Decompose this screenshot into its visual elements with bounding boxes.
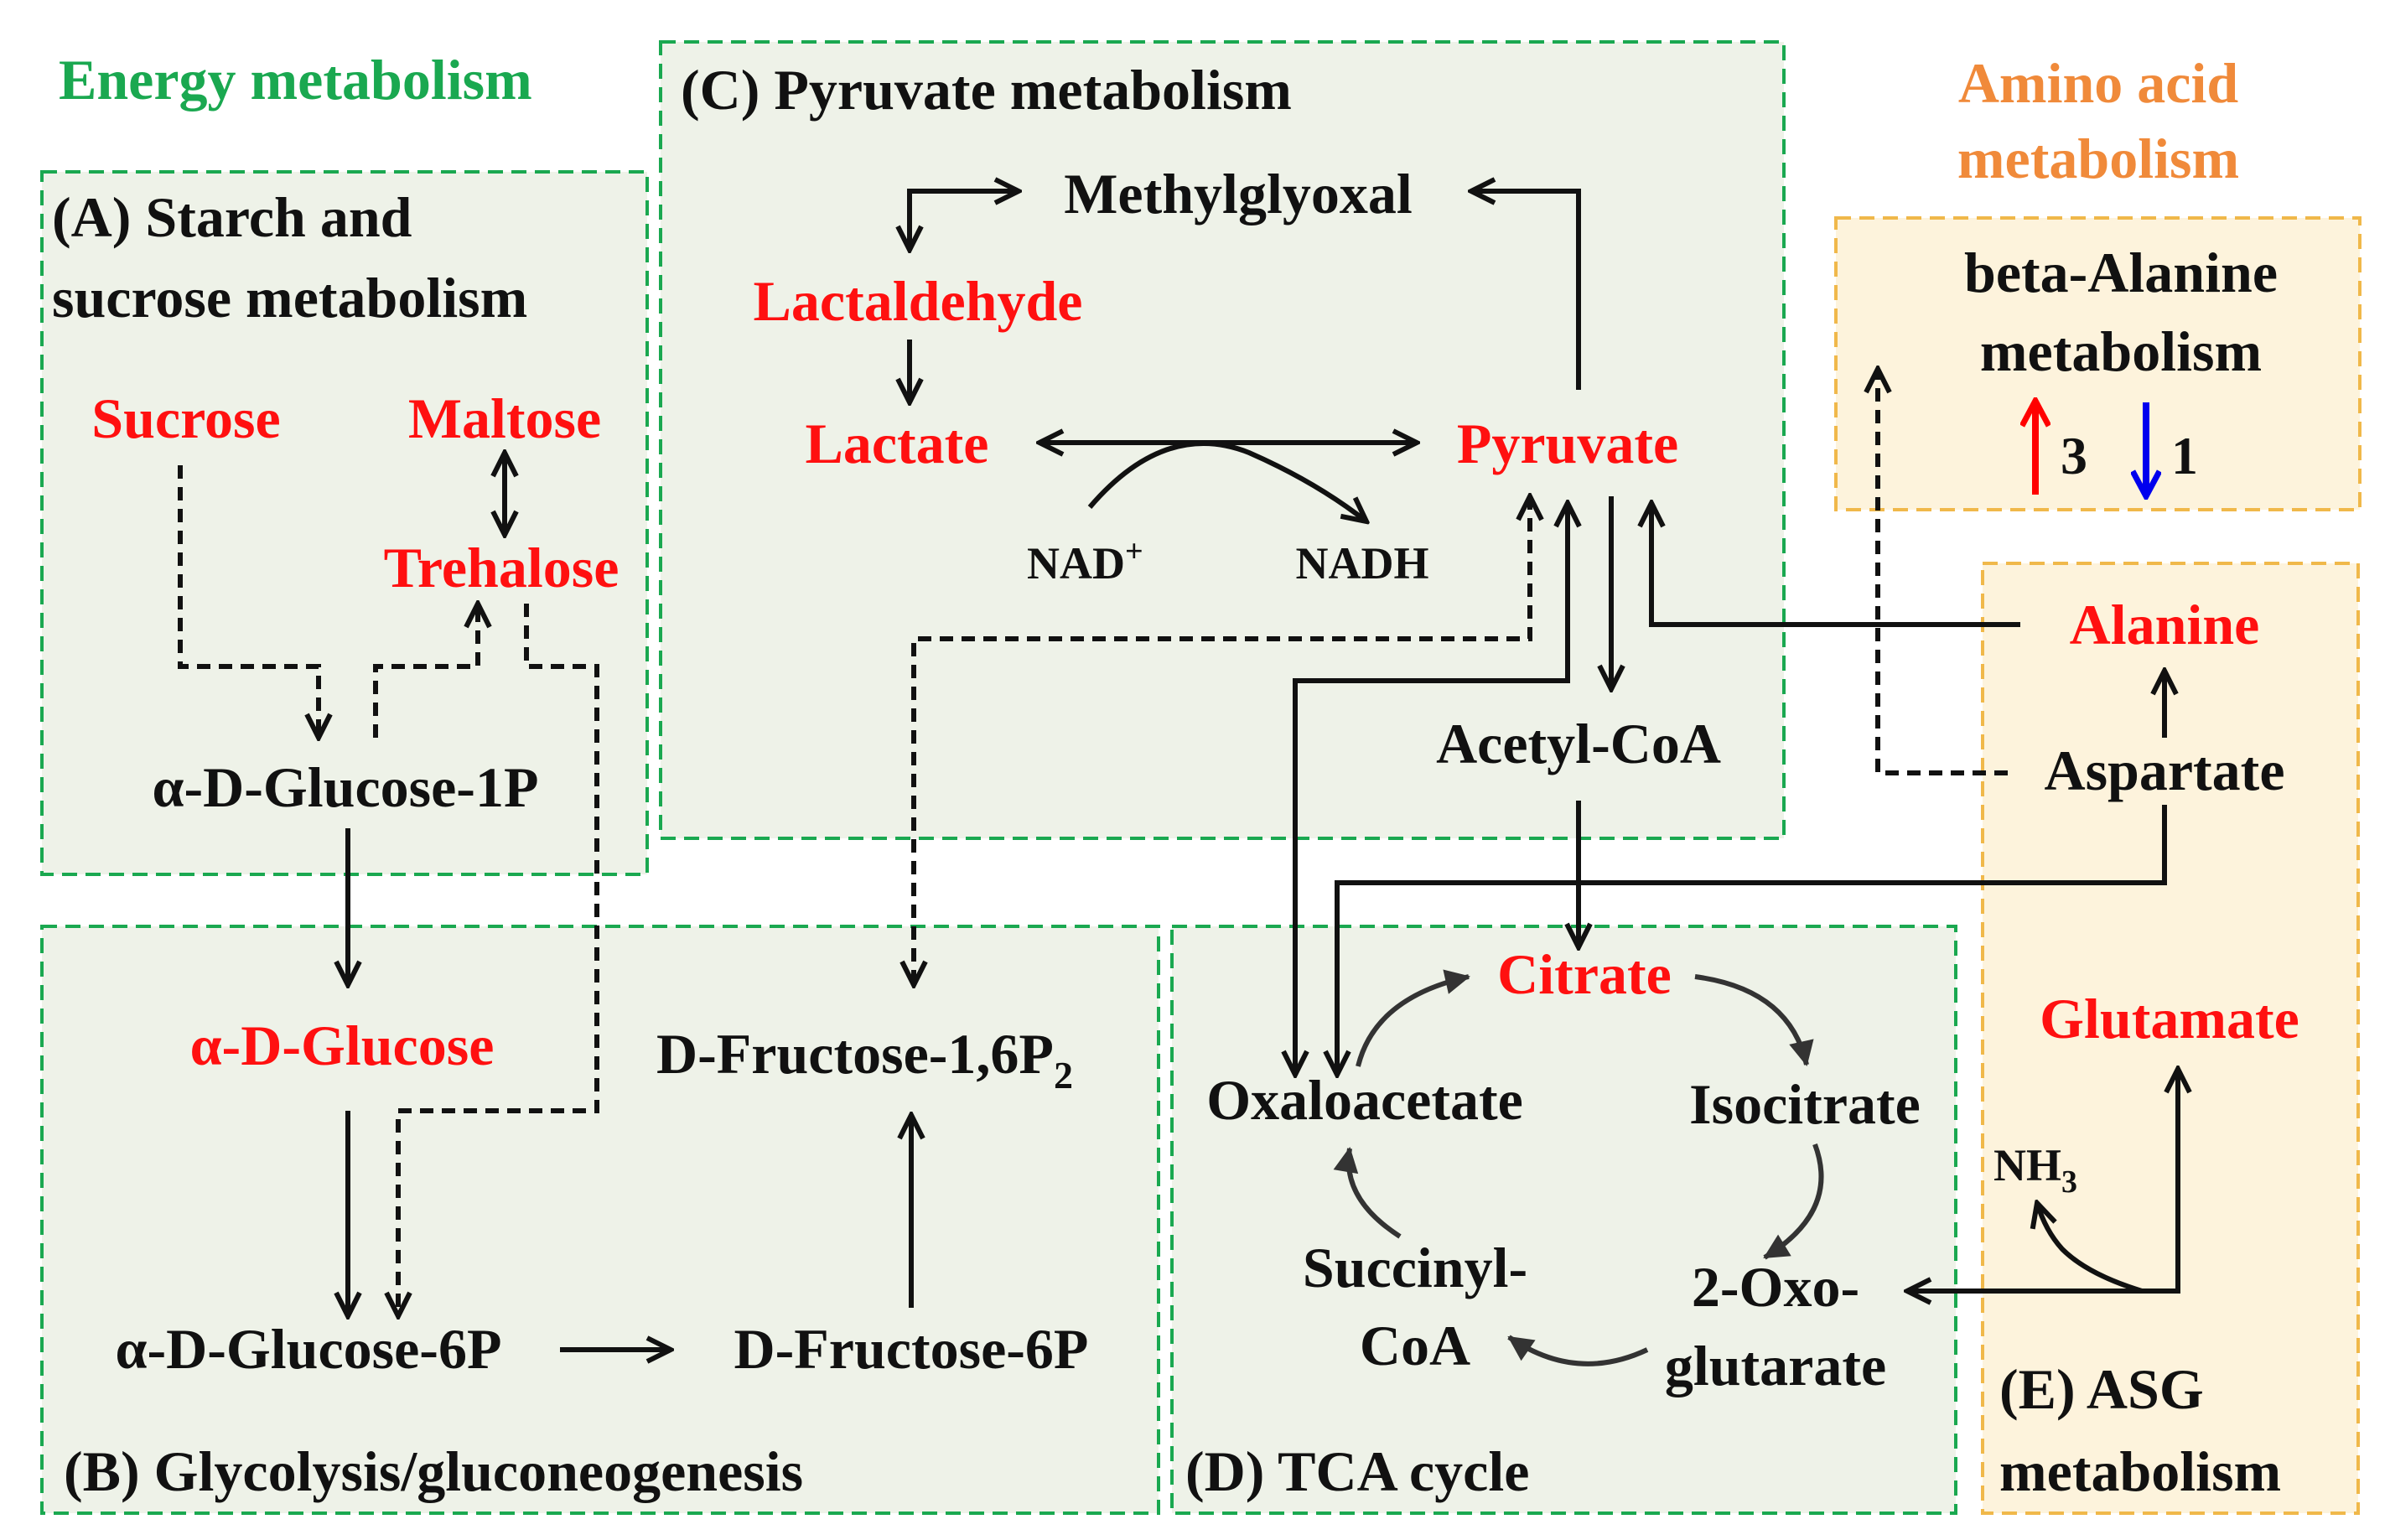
node-succinyl-coa-line2: CoA [1360, 1314, 1470, 1377]
panel-glycolysis-label: (B) Glycolysis/gluconeogenesis [64, 1439, 803, 1503]
up-count: 3 [2061, 426, 2087, 485]
beta-alanine-change-indicators: 3 1 [2035, 402, 2198, 495]
node-fructose-16p2: D-Fructose-1,6P2 [656, 1022, 1073, 1097]
panel-starch-label-line2: sucrose metabolism [52, 266, 527, 329]
arrow-nad-to-nadh [1087, 441, 1366, 521]
node-pyruvate: Pyruvate [1457, 412, 1678, 475]
panel-asg-box [1981, 562, 2360, 1515]
panel-glycolysis-box [40, 925, 1160, 1515]
node-glutamate: Glutamate [2040, 987, 2299, 1050]
arrow-glucose1p-to-trehalose [373, 604, 478, 738]
node-lactate: Lactate [805, 412, 988, 475]
node-oxoglutarate-line1: 2-Oxo- [1692, 1255, 1859, 1319]
panel-tca-label: (D) TCA cycle [1185, 1439, 1529, 1503]
node-fructose-16p2-text: D-Fructose-1,6P [656, 1022, 1054, 1086]
node-isocitrate: Isocitrate [1689, 1072, 1921, 1136]
arrow-methylglyoxal-lactaldehyde [910, 191, 1019, 250]
node-glucose: α-D-Glucose [190, 1014, 495, 1077]
panel-asg-label-line2: metabolism [1999, 1439, 2281, 1503]
node-fructose-16p2-subscript: 2 [1054, 1054, 1073, 1097]
node-glucose-1p: α-D-Glucose-1P [153, 755, 539, 819]
node-glucose-6p: α-D-Glucose-6P [116, 1317, 502, 1381]
arrow-trehalose-to-glucose6p [398, 604, 599, 1316]
arrow-oxaloacetate-to-pyruvate [1295, 503, 1568, 1075]
arrow-aspartate-to-beta-alanine [1878, 369, 2008, 775]
arrow-sucrose-to-glucose1p [178, 465, 319, 738]
arrow-alanine-to-pyruvate [1651, 503, 2020, 627]
amino-acid-header-line1: Amino acid [1958, 51, 2239, 115]
node-oxaloacetate: Oxaloacetate [1206, 1068, 1523, 1132]
node-succinyl-coa-line1: Succinyl- [1303, 1236, 1527, 1299]
arrow-glutamate-oxoglutarate [1907, 1069, 2178, 1291]
arrow-aspartate-to-oxaloacetate [1337, 805, 2167, 1075]
arrow-oxoglutarate-to-succinylcoa [1507, 1335, 1649, 1366]
arrows [178, 191, 2178, 1350]
panel-beta-alanine-box [1834, 216, 2361, 511]
arrow-isocitrate-to-oxoglutarate [1763, 1143, 1824, 1260]
node-lactaldehyde: Lactaldehyde [754, 269, 1083, 333]
beta-alanine-label-line2: metabolism [1980, 319, 2262, 383]
node-oxoglutarate-line2: glutarate [1665, 1334, 1886, 1397]
node-nh3-subscript: 3 [2061, 1164, 2077, 1200]
node-trehalose: Trehalose [384, 536, 620, 599]
panel-starch-label-line1: (A) Starch and [52, 185, 412, 249]
energy-metabolism-header: Energy metabolism [59, 48, 532, 111]
node-acetyl-coa: Acetyl-CoA [1436, 712, 1721, 775]
node-nad-text: NAD [1027, 538, 1125, 589]
arrow-pyruvate-to-methylglyoxal [1471, 191, 1581, 390]
amino-acid-header-line2: metabolism [1957, 127, 2239, 190]
node-maltose: Maltose [408, 386, 601, 450]
node-fructose-6p: D-Fructose-6P [734, 1317, 1089, 1381]
tca-cycle-arrows [1333, 969, 1824, 1366]
node-alanine: Alanine [2070, 593, 2260, 656]
arrow-succinylcoa-to-oxaloacetate [1333, 1147, 1402, 1239]
panel-pyruvate-label: (C) Pyruvate metabolism [681, 58, 1292, 122]
node-nad-superscript: + [1125, 534, 1143, 569]
arrow-to-nh3 [2037, 1203, 2143, 1294]
arrow-oxaloacetate-to-citrate [1356, 969, 1470, 1067]
arrow-citrate-to-isocitrate [1694, 974, 1814, 1066]
node-methylglyoxal: Methylglyoxal [1064, 162, 1413, 226]
node-sucrose: Sucrose [91, 386, 280, 450]
beta-alanine-label-line1: beta-Alanine [1964, 241, 2278, 304]
node-nadh: NADH [1296, 538, 1429, 589]
node-aspartate: Aspartate [2044, 739, 2284, 802]
down-count: 1 [2171, 426, 2198, 485]
panel-asg-label-line1: (E) ASG [1999, 1357, 2204, 1421]
panel-tca-box [1170, 925, 1957, 1515]
panel-starch-box [40, 170, 649, 876]
node-nh3-text: NH [1993, 1140, 2061, 1190]
node-citrate: Citrate [1497, 942, 1672, 1006]
